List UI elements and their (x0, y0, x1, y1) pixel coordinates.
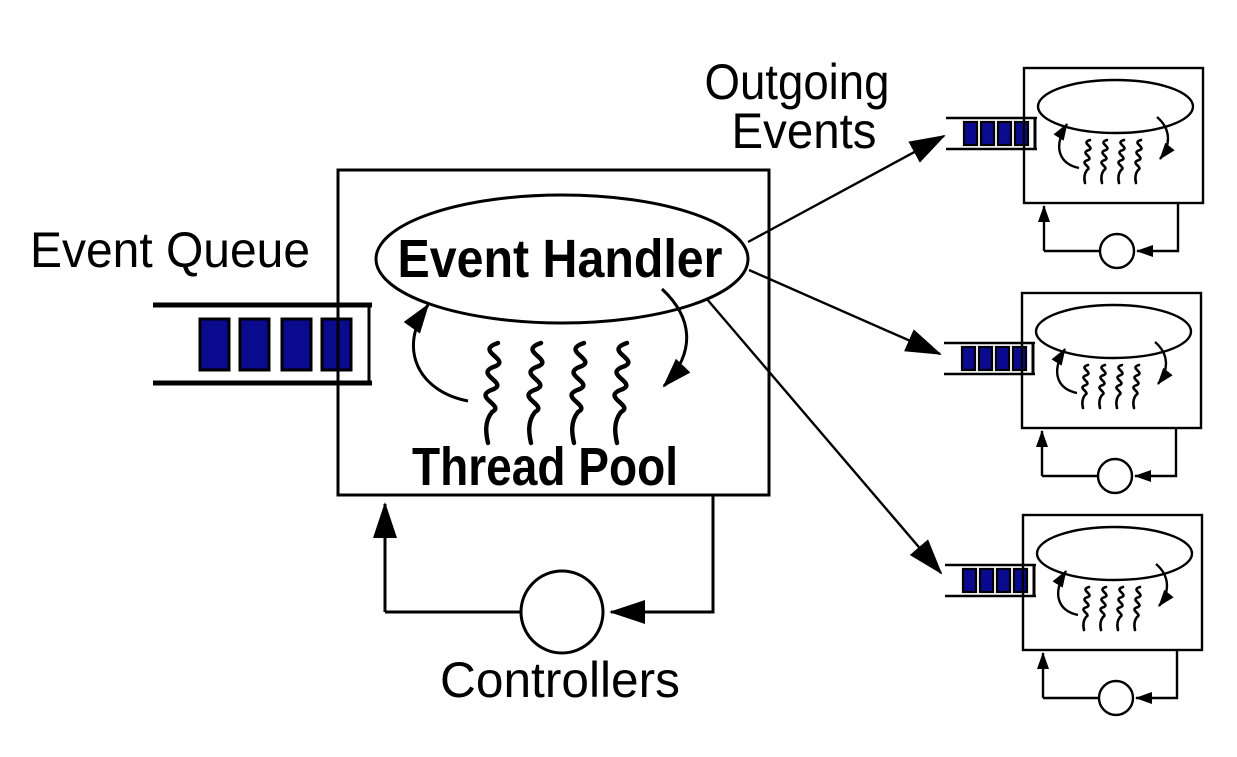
outgoing-events-label-line1: Outgoing (705, 54, 890, 110)
outgoing-worker-1 (946, 68, 1203, 268)
outgoing-worker-3 (945, 515, 1202, 715)
server-box (336, 168, 771, 497)
outgoing-arrow-2 (748, 268, 942, 356)
thread-pool-graphic (483, 340, 631, 446)
thread-squiggle (483, 340, 502, 446)
event-handler-label: Event Handler (398, 229, 723, 289)
event-queue-label: Event Queue (30, 222, 310, 278)
queue-cell (280, 317, 313, 372)
queue-cell (238, 317, 271, 372)
thread-squiggle (612, 340, 631, 446)
controller-feedback-line (609, 495, 715, 624)
outgoing-events-label-line2: Events (732, 103, 877, 159)
threads-to-handler-arrow (403, 303, 469, 403)
thread-pool-label: Thread Pool (412, 437, 678, 497)
outgoing-arrow-3 (705, 297, 943, 575)
controller-circle (519, 569, 605, 655)
handler-to-threads-arrow (660, 287, 691, 388)
outgoing-arrow-1 (747, 134, 946, 244)
queue-cell (198, 317, 231, 372)
controllers-loop (373, 495, 715, 655)
event-handler-ellipse (374, 193, 750, 325)
thread-squiggle (526, 340, 545, 446)
controllers-label: Controllers (440, 652, 680, 708)
outgoing-worker-2 (944, 293, 1201, 493)
thread-squiggle (569, 340, 588, 446)
